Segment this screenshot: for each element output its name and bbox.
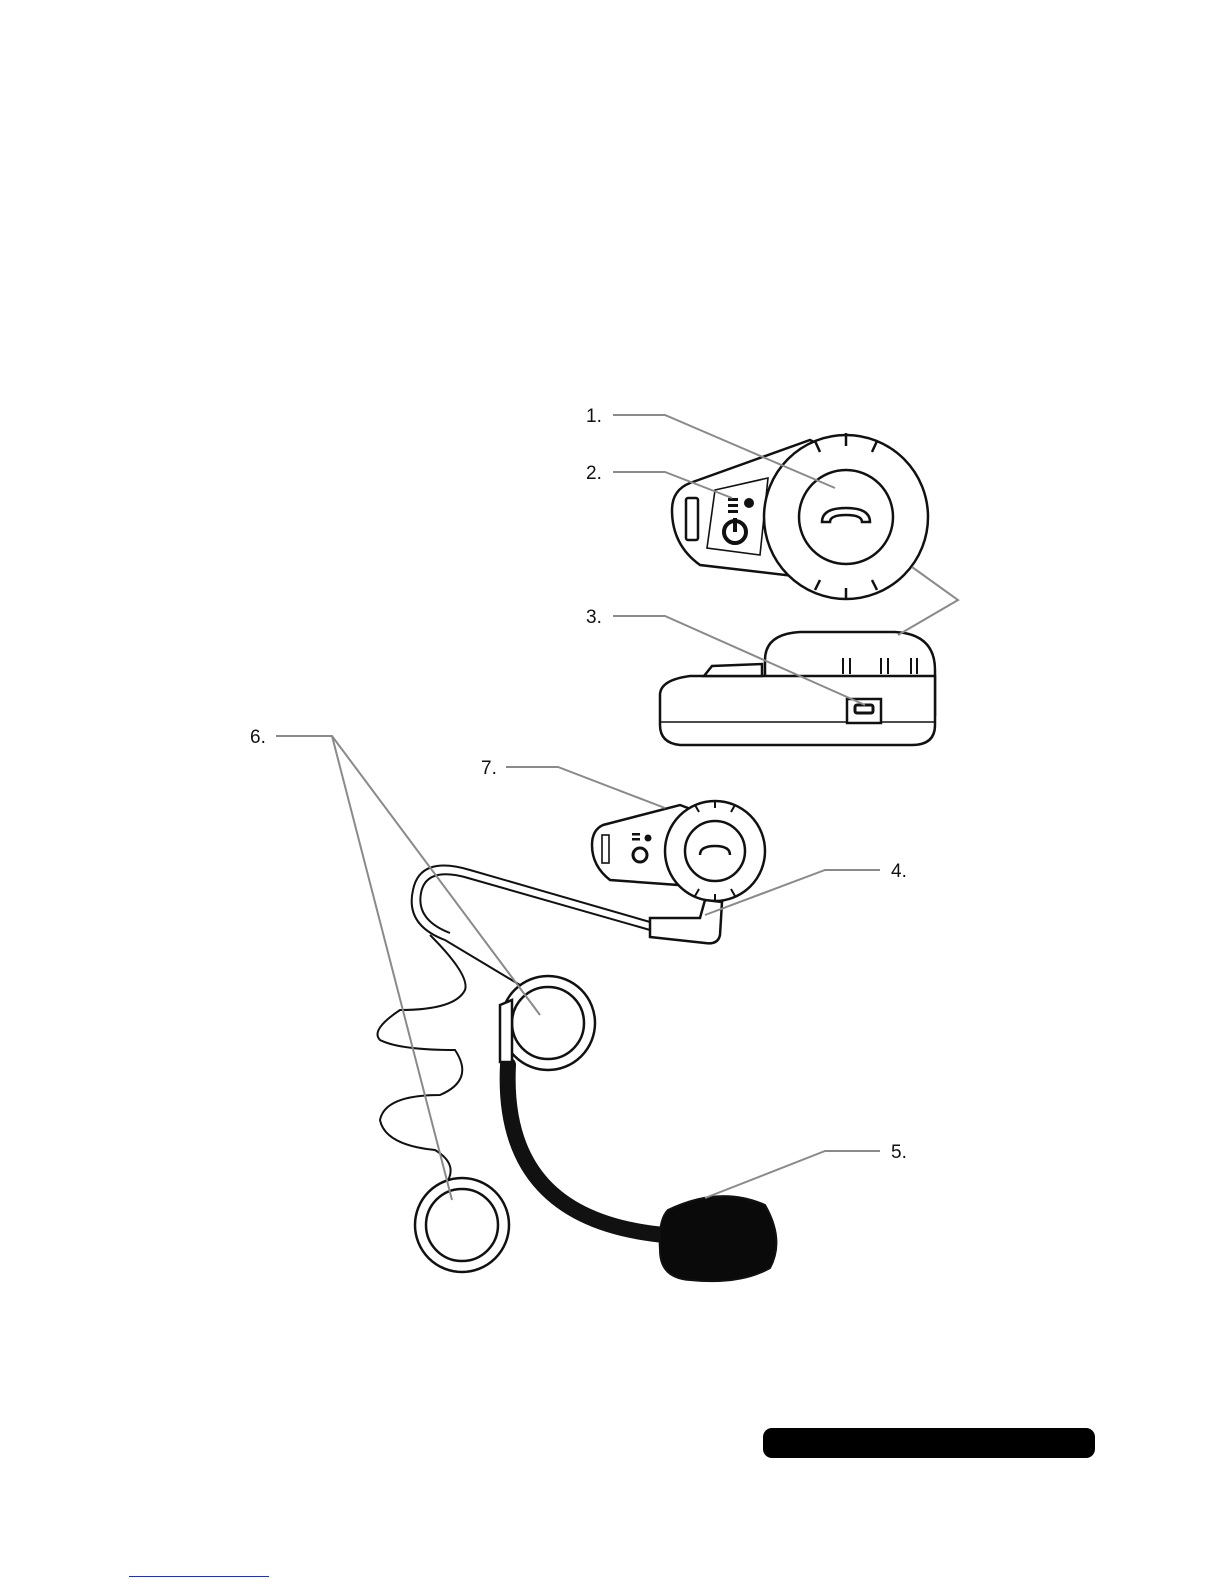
callout-2: 2. (586, 463, 602, 484)
side-slot (686, 498, 698, 540)
main-button (799, 470, 893, 564)
speaker-upper (501, 976, 595, 1070)
cable-connector (650, 900, 722, 943)
callout-3: 3. (586, 607, 602, 628)
usb-port-icon (855, 705, 873, 713)
cable (412, 866, 650, 986)
mic-boom (508, 1065, 665, 1235)
small-button (685, 821, 745, 881)
speaker-cable (378, 935, 466, 1185)
callout-1: 1. (586, 406, 602, 427)
callout-4: 4. (891, 861, 907, 882)
footer-bar (763, 1428, 1095, 1458)
unit-bottom-view (660, 632, 935, 745)
unit-front-view (672, 433, 928, 600)
speaker-lower (415, 1178, 509, 1272)
callout-5: 5. (891, 1142, 907, 1163)
mic-foam (660, 1196, 777, 1281)
callout-7: 7. (481, 758, 497, 779)
callout-6: 6. (250, 727, 266, 748)
footer-link-underline (129, 1576, 269, 1577)
